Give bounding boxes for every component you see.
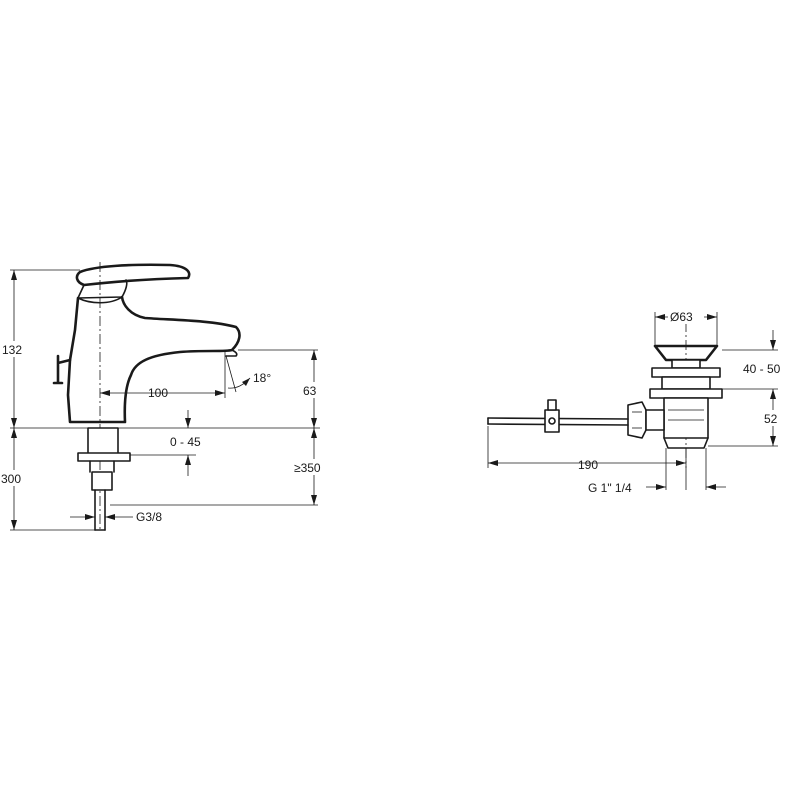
arrow-100-left [100,390,110,396]
dim-body-height: 52 [764,412,778,426]
dim-deck-thickness: 0 - 45 [170,435,201,449]
label-bg-63 [300,382,326,398]
body-collar [77,296,123,304]
dim-rod-length: 190 [578,458,598,472]
rod-connector-sleeve [645,409,665,431]
clamp-pin [548,417,556,425]
arrow-angle [242,378,250,386]
arrow-lift-top [770,340,776,350]
arrow-190-left [488,460,498,466]
angle-line [225,355,237,393]
faucet-drawing: 132 300 100 18° 63 0 - 45 [1,262,329,532]
arrow-52-bottom [770,436,776,446]
label-bg-52 [760,410,786,426]
arrow-190-right [676,460,686,466]
arrow-350-top [311,428,317,438]
fixing-washer [77,452,131,462]
arrow-dia-left [655,314,665,320]
arrow-lift-bottom [770,389,776,399]
arrow-300-bottom [11,520,17,530]
lever-handle [75,263,191,287]
arrow-100-right [215,390,225,396]
hose-nut [91,471,113,491]
flange-neck [661,376,711,390]
arrow-thread-right [706,484,716,490]
label-bg-350 [293,459,329,475]
arrow-dia-right [707,314,717,320]
dim-plug-diameter: Ø63 [670,310,693,324]
label-bg-dia [668,309,704,324]
spout-outlet [225,349,238,357]
dim-below-deck: 300 [1,472,21,486]
arrow-g38-right [105,514,115,520]
clamp-screw [547,399,557,411]
dim-total-height: 132 [2,343,22,357]
rod-connector-nut [627,401,647,439]
dim-spout-angle: 18° [253,371,271,385]
arrow-deck-top [185,418,191,428]
arrow-thread-left [656,484,666,490]
dim-inlet-thread: G3/8 [136,510,162,524]
dim-spout-reach: 100 [148,386,168,400]
dim-spout-height: 63 [303,384,317,398]
plug-stem [671,359,701,369]
arrow-132-bottom [11,418,17,428]
label-bg-132 [1,341,27,357]
label-bg-300 [1,470,27,486]
arrow-63-bottom [311,418,317,428]
faucet-body [66,295,241,424]
basin-seal [649,388,723,399]
arrow-deck-bottom [185,455,191,465]
drain-flange [651,367,721,378]
drain-plug-head [653,344,719,362]
dim-thread: G 1" 1/4 [588,481,632,495]
drain-drawing: Ø63 40 - 50 52 190 G 1" 1/4 [487,309,786,495]
arrow-g38-left [85,514,95,520]
fixing-shank [87,427,119,455]
arrow-63-top [311,350,317,360]
drain-body [663,397,709,439]
popup-lift-rod [52,354,72,385]
arrow-350-bottom [311,495,317,505]
arrow-300-top [11,428,17,438]
dim-clearance: ≥350 [294,461,321,475]
dim-plug-lift: 40 - 50 [743,362,781,376]
arrow-132-top [11,270,17,280]
